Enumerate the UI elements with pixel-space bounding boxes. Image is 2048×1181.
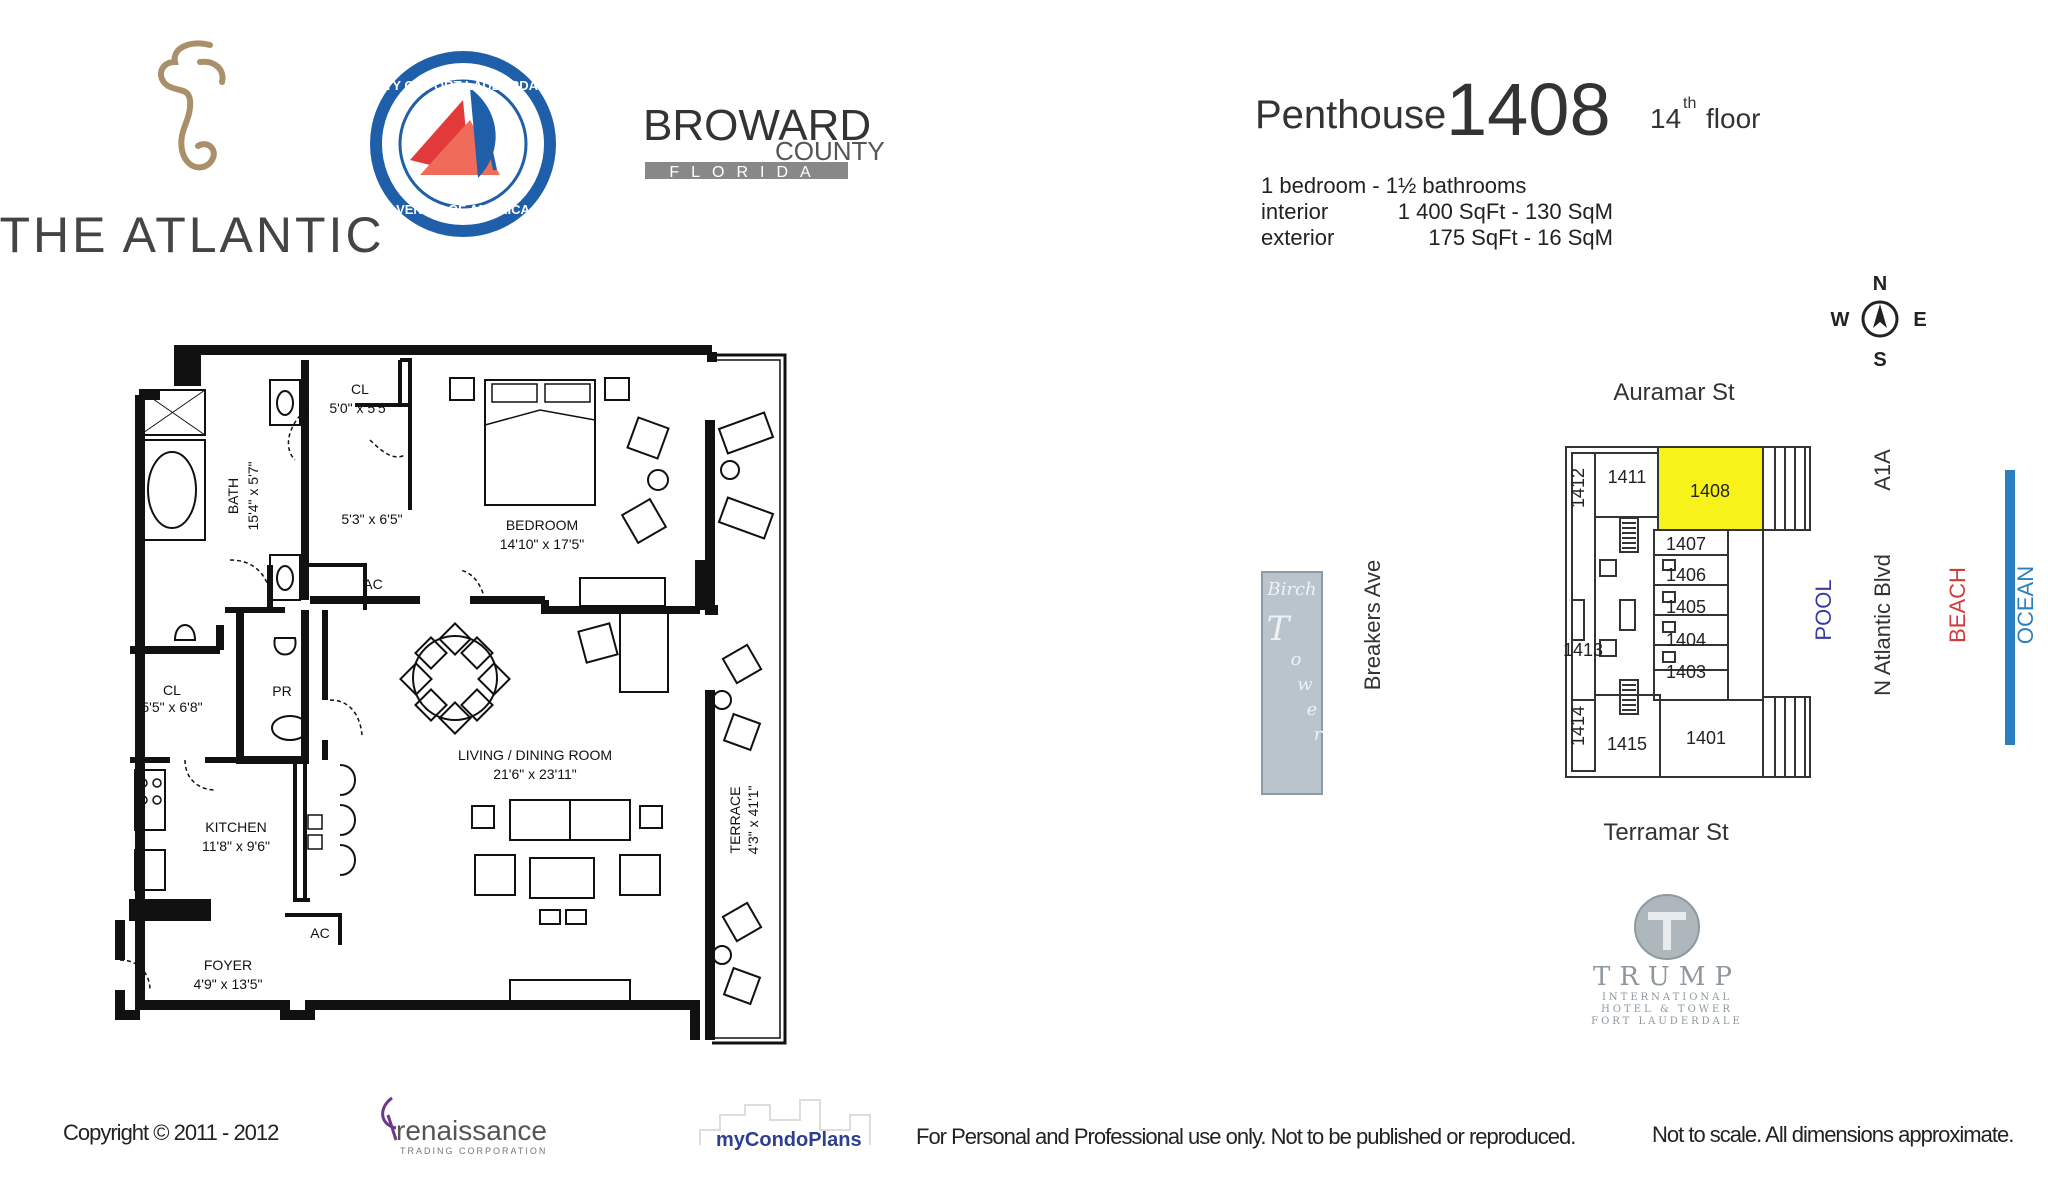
terrace-name: TERRACE <box>727 787 743 854</box>
birch-letter: Birch <box>1266 579 1316 600</box>
mycondoplans-logo: myCondoPlans <box>699 1099 871 1151</box>
pool-label: POOL <box>1811 579 1836 640</box>
fort-lauderdale-seal: CITY OF FORT LAUDERDALE VENICE OF AMERIC… <box>370 51 556 237</box>
a1a-label: A1A <box>1870 449 1895 491</box>
interior-label: interior <box>1261 199 1328 224</box>
atlantic-logo: THE ATLANTIC <box>0 40 385 263</box>
living-dim: 21'6" x 23'11" <box>493 766 577 782</box>
unit-label: 1403 <box>1666 662 1706 682</box>
seahorse-icon <box>158 40 226 171</box>
seal-top-text: CITY OF FORT LAUDERDALE <box>371 78 555 93</box>
unit-label: 1414 <box>1568 706 1588 746</box>
cl2-dim: 5'5" x 6'8" <box>141 699 202 715</box>
seal-bottom-text: VENICE OF AMERICA <box>396 202 530 217</box>
birch-letter: T <box>1267 609 1292 649</box>
kitchen-name: KITCHEN <box>205 819 266 835</box>
kitchen-dim: 11'8" x 9'6" <box>202 838 270 854</box>
unit-1408-highlight <box>1657 446 1764 531</box>
unit-label: 1411 <box>1608 467 1647 487</box>
hall-dim: 5'3" x 6'5" <box>341 511 402 527</box>
scale-notice: Not to scale. All dimensions approximate… <box>1652 1122 2013 1147</box>
broward-florida: FLORIDA <box>669 164 822 181</box>
bedroom-count: 1 bedroom - 1½ bathrooms <box>1261 173 1526 198</box>
unit-label: 1415 <box>1607 734 1647 754</box>
trump-logo: TRUMP INTERNATIONAL HOTEL & TOWER FORT L… <box>1591 894 1743 1027</box>
unit-label: 1407 <box>1666 534 1706 554</box>
broward-logo: BROWARD COUNTY FLORIDA <box>643 101 885 181</box>
ocean-line <box>2005 470 2015 745</box>
unit-header: Penthouse 1408 14 th floor <box>1255 68 1760 151</box>
exterior-wall <box>180 345 717 362</box>
east-road: N Atlantic Blvd <box>1870 554 1895 696</box>
penthouse-label: Penthouse <box>1255 93 1446 137</box>
exterior-value: 175 SqFt - 16 SqM <box>1428 225 1613 250</box>
birch-letter: r <box>1314 724 1324 745</box>
compass-s: S <box>1873 349 1886 371</box>
trump-line4: FORT LAUDERDALE <box>1591 1016 1743 1027</box>
bedroom-dim: 14'10" x 17'5" <box>500 536 585 552</box>
unit-label: 1401 <box>1686 728 1726 748</box>
unit-label: 1405 <box>1666 597 1706 617</box>
pr-label: PR <box>272 683 291 699</box>
unit-specs: 1 bedroom - 1½ bathrooms interior 1 400 … <box>1261 173 1613 250</box>
foyer-dim: 4'9" x 13'5" <box>194 976 263 992</box>
site-plan: Auramar St Terramar St Breakers Ave N At… <box>1261 379 2038 846</box>
foyer-name: FOYER <box>204 957 252 973</box>
north-street: Auramar St <box>1613 379 1735 406</box>
floor-suffix: th <box>1683 95 1696 112</box>
atlantic-wordmark: THE ATLANTIC <box>0 207 385 263</box>
cl1-name: CL <box>351 381 369 397</box>
ac1-label: AC <box>363 576 382 592</box>
terrace-dim: 4'3" x 41'1" <box>745 785 761 854</box>
west-street: Breakers Ave <box>1360 560 1385 690</box>
unit-label: 1406 <box>1666 565 1706 585</box>
interior-value: 1 400 SqFt - 130 SqM <box>1398 199 1613 224</box>
unit-labels: 1408 1411 1412 1407 1406 1405 1404 1403 … <box>1563 467 1730 754</box>
unit-number: 1408 <box>1446 68 1611 151</box>
renaissance-logo: renaissance TRADING CORPORATION <box>381 1096 547 1156</box>
birch-letter: o <box>1291 649 1302 670</box>
trump-word: TRUMP <box>1593 962 1741 992</box>
terrace-outline <box>712 353 787 1045</box>
unit-label: 1408 <box>1690 481 1730 501</box>
compass-icon: N S E W <box>1831 273 1927 371</box>
copyright: Copyright © 2011 - 2012 <box>63 1120 279 1145</box>
usage-notice: For Personal and Professional use only. … <box>916 1124 1575 1149</box>
bedroom-name: BEDROOM <box>506 517 578 533</box>
floor-plan: CL 5'0" x 5'5" BATH 15'4" x 5'7" 5'3" x … <box>115 345 787 1045</box>
unit-label: 1412 <box>1568 468 1588 508</box>
floor-word: floor <box>1706 103 1760 134</box>
living-name: LIVING / DINING ROOM <box>458 747 612 763</box>
exterior-label: exterior <box>1261 225 1334 250</box>
compass-n: N <box>1873 273 1887 295</box>
birch-letter: w <box>1297 674 1313 695</box>
renaissance-word: renaissance <box>396 1115 547 1146</box>
unit-label: 1404 <box>1666 630 1706 650</box>
trump-line2: INTERNATIONAL <box>1602 992 1732 1003</box>
compass-w: W <box>1831 309 1850 331</box>
birch-tower-building <box>1261 571 1323 795</box>
beach-label: BEACH <box>1945 567 1970 643</box>
ac2-label: AC <box>310 925 329 941</box>
bath-name: BATH <box>225 478 241 514</box>
renaissance-mark-icon <box>381 1096 398 1141</box>
compass-e: E <box>1913 309 1926 331</box>
birch-letter: e <box>1307 699 1318 720</box>
cl2-name: CL <box>163 682 181 698</box>
ocean-label: OCEAN <box>2013 566 2038 644</box>
mycondoplans-word: myCondoPlans <box>716 1129 862 1151</box>
trump-line3: HOTEL & TOWER <box>1601 1004 1733 1015</box>
renaissance-sub: TRADING CORPORATION <box>400 1146 547 1156</box>
cl1-dim: 5'0" x 5'5" <box>329 400 390 416</box>
floor-number: 14 <box>1650 103 1681 134</box>
footer: Copyright © 2011 - 2012 renaissance TRAD… <box>63 1096 2014 1156</box>
south-street: Terramar St <box>1603 819 1729 846</box>
broward-word: BROWARD <box>643 101 871 150</box>
bath-dim: 15'4" x 5'7" <box>245 461 261 530</box>
unit-label: 1413 <box>1563 640 1603 660</box>
broward-county: COUNTY <box>775 136 885 166</box>
